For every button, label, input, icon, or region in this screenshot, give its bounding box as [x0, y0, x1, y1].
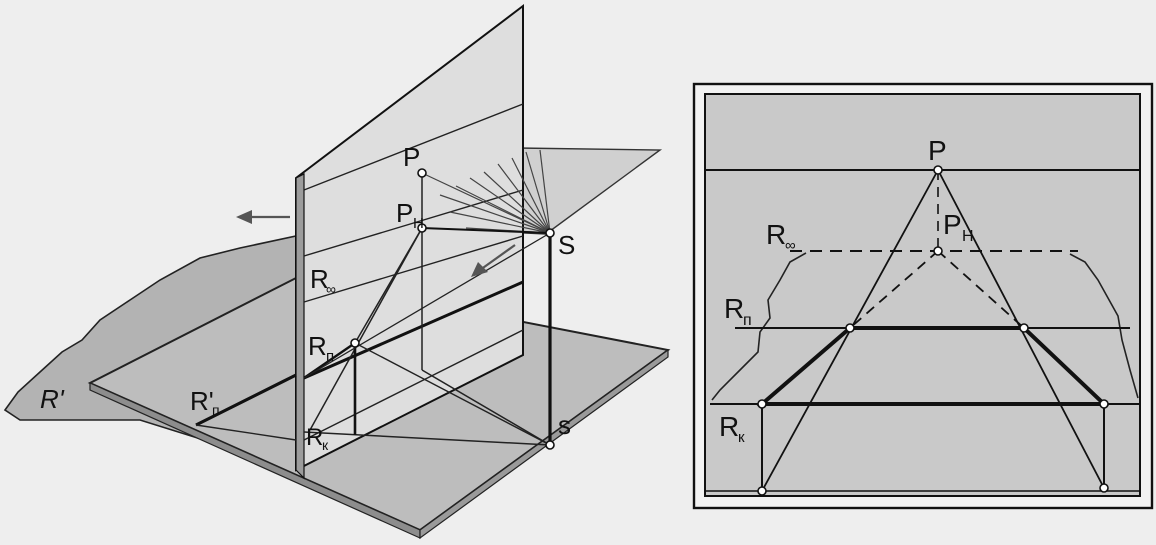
label-r-k-2d-sub: к	[738, 429, 745, 446]
point-rp	[350, 338, 360, 348]
label-r-inf: R	[310, 264, 329, 294]
label-r-pi-2d: R	[724, 293, 744, 324]
label-p-2d: P	[928, 135, 947, 166]
label-ph-base: P	[396, 198, 413, 228]
point-p	[417, 168, 427, 178]
arrow-down-left	[471, 244, 516, 277]
label-r-inf-2d-sub: ∞	[785, 237, 796, 254]
label-ph-2d-base: P	[943, 209, 962, 240]
label-r-pi: R	[308, 331, 327, 361]
perspective-3d-view: P P H S s R ∞ R п R к R' R' п	[3, 3, 671, 540]
inner-frame	[704, 93, 1141, 497]
label-ph-sub: H	[413, 215, 424, 232]
label-r-pi-sub: п	[326, 348, 334, 365]
label-r-k-sub: к	[322, 437, 329, 453]
picture-plane-2d-view: P P H R ∞ R п R к	[692, 82, 1154, 510]
label-r-k-2d: R	[719, 411, 739, 442]
label-ph-2d-sub: H	[962, 228, 974, 245]
arrow-left	[236, 210, 290, 224]
point-s-lower	[545, 440, 555, 450]
point-ph-2d	[933, 246, 943, 256]
label-r-prime: R'	[40, 384, 65, 414]
point-s-upper	[545, 228, 555, 238]
label-s-upper: S	[558, 230, 575, 260]
label-r-k: R	[306, 424, 323, 451]
label-p: P	[403, 142, 420, 172]
label-r-inf-sub: ∞	[326, 281, 336, 297]
label-r-pi-2d-sub: п	[743, 312, 752, 329]
label-s-lower: s	[558, 410, 571, 440]
label-rp-prime: R'	[190, 386, 214, 416]
label-r-inf-2d: R	[766, 219, 786, 250]
object-contour	[711, 252, 1139, 401]
label-rp-prime-sub: п	[212, 402, 220, 418]
picture-plane-edge	[295, 173, 305, 480]
point-p-2d	[933, 165, 943, 175]
point-ph	[417, 223, 427, 233]
